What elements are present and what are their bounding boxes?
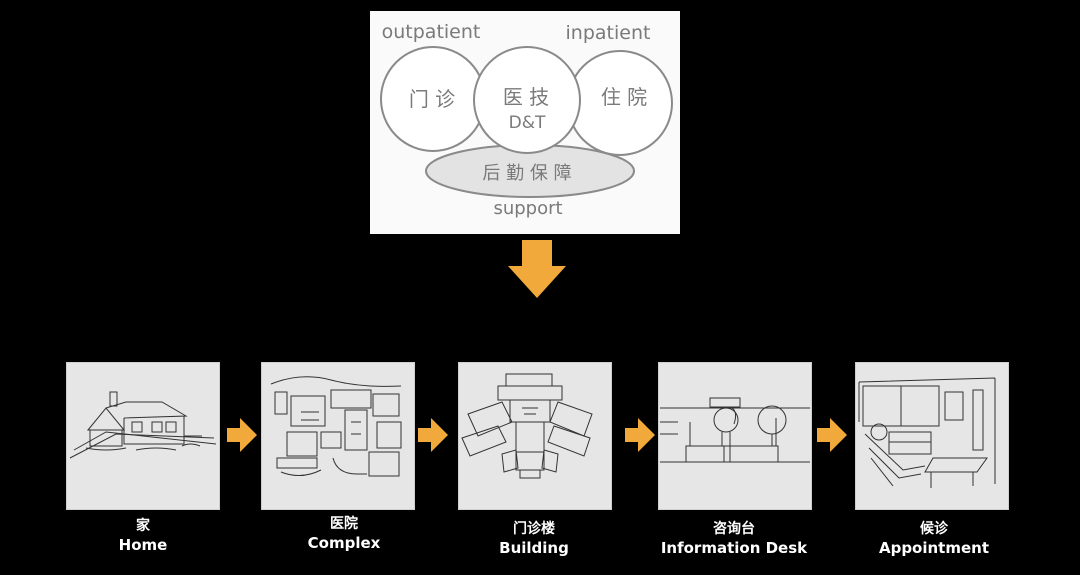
- dt-circle-label-en: D&T: [509, 113, 546, 133]
- department-diagram: outpatient inpatient 门 诊 医 技 D&T 住 院 后 勤…: [370, 11, 680, 234]
- step-label-appointment: 候诊 Appointment: [834, 520, 1034, 558]
- information-desk-icon: [660, 397, 810, 463]
- information-desk-sketch: [658, 362, 812, 510]
- step-label-home: 家 Home: [43, 517, 243, 555]
- outpatient-label: outpatient: [382, 21, 481, 43]
- dt-circle-label-zh: 医 技: [503, 85, 549, 109]
- step-label-en: Building: [499, 539, 569, 557]
- step-label-zh: 候诊: [920, 521, 948, 537]
- dt-circle: [473, 46, 581, 154]
- home-sketch: [66, 362, 220, 510]
- step-label-en: Complex: [307, 534, 381, 552]
- complex-sketch: [261, 362, 415, 510]
- inpatient-label: inpatient: [566, 22, 651, 44]
- support-label: support: [493, 198, 562, 219]
- step-label-zh: 咨询台: [713, 521, 755, 537]
- flow-arrow-icon: [418, 418, 448, 452]
- step-label-zh: 家: [136, 518, 150, 534]
- step-label-complex: 医院 Complex: [244, 515, 444, 553]
- waiting-room-icon: [858, 377, 996, 488]
- step-label-building: 门诊楼 Building: [434, 520, 634, 558]
- hospital-complex-icon: [270, 376, 402, 477]
- appointment-sketch: [855, 362, 1009, 510]
- flow-arrow-icon: [817, 418, 847, 452]
- step-label-en: Home: [118, 536, 168, 554]
- outpatient-circle-label: 门 诊: [409, 87, 455, 111]
- inpatient-circle-label: 住 院: [601, 85, 647, 109]
- step-label-en: Appointment: [878, 539, 990, 557]
- building-sketch: [458, 362, 612, 510]
- support-ellipse-label: 后 勤 保 障: [482, 163, 571, 184]
- flow-arrow-icon: [625, 418, 655, 452]
- house-icon: [69, 391, 217, 459]
- flow-arrow-icon: [227, 418, 257, 452]
- step-label-en: Information Desk: [660, 539, 808, 557]
- department-venn-svg: outpatient inpatient 门 诊 医 技 D&T 住 院 后 勤…: [380, 21, 673, 219]
- outpatient-building-icon: [461, 373, 593, 479]
- step-label-zh: 医院: [330, 516, 358, 532]
- step-label-zh: 门诊楼: [513, 521, 555, 537]
- down-arrow-icon: [508, 240, 566, 298]
- step-label-information-desk: 咨询台 Information Desk: [634, 520, 834, 558]
